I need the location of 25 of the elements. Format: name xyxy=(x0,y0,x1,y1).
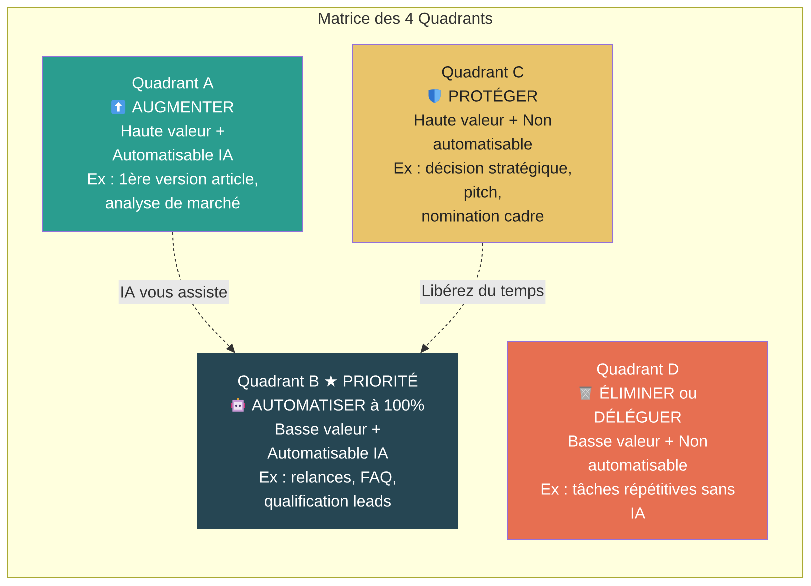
box-text: Haute valeur + Automatisable IA xyxy=(112,125,234,161)
box-text: Ex : 1ère version article, analyse de marché xyxy=(88,172,258,212)
box-text: ÉLIMINER ou DÉLÉGUER xyxy=(595,384,696,423)
box-text: PROTÉGER xyxy=(450,88,538,102)
box-heading: Quadrant D xyxy=(597,363,679,378)
edge-label: IA vous assiste xyxy=(118,280,230,304)
quadrant-box xyxy=(508,342,768,540)
box-heading: Quadrant B ★ PRIORITÉ xyxy=(238,372,418,390)
quadrant-box xyxy=(352,44,614,244)
quadrant-box xyxy=(198,354,458,530)
box-text: AUGMENTER xyxy=(132,101,234,113)
frame-title: Matrice des 4 Quadrants xyxy=(319,12,492,28)
box-heading: Quadrant C xyxy=(442,66,524,81)
arrow xyxy=(172,232,236,354)
box-text: nomination cadre xyxy=(422,210,544,222)
box-text: AUTOMATISER à 100% xyxy=(252,399,424,411)
edge-label: Libérez du temps xyxy=(420,280,546,304)
box-text: Ex : tâches répétitives sans IA xyxy=(542,483,735,519)
box-text: Basse valeur + Automatisable IA xyxy=(268,423,388,459)
box-text: Basse valeur + Non automatisable xyxy=(569,435,707,471)
quadrant-box xyxy=(42,56,304,232)
box-text: Haute valeur + Non automatisable xyxy=(415,114,552,150)
box-heading: Quadrant A xyxy=(132,77,214,92)
box-text: Ex : relances, FAQ, qualification leads xyxy=(260,471,396,510)
arrow xyxy=(420,243,484,354)
